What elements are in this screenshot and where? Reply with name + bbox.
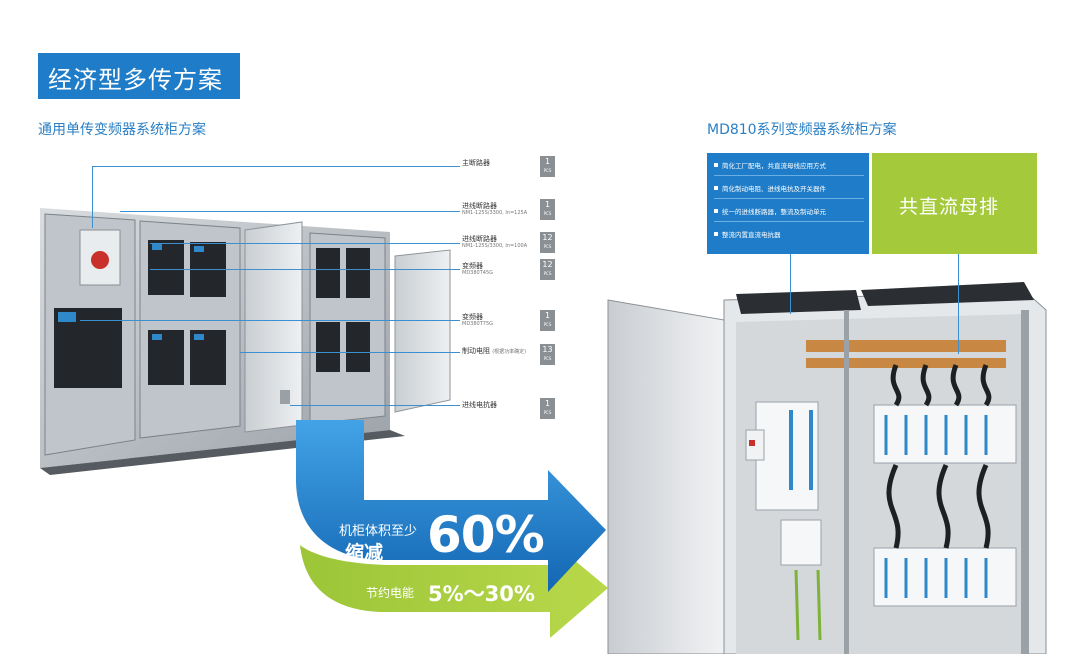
callout-spec: NM1-125S/3300, In=100A (462, 243, 528, 249)
page-title-box: 经济型多传方案 (38, 53, 240, 99)
leader-line (150, 243, 460, 244)
callout-name: 进线断路器 (462, 202, 497, 210)
feature-text: 整流内置直流电抗器 (722, 231, 781, 239)
leader-line (290, 405, 460, 406)
callout-spec: MD380T45G (462, 270, 493, 276)
callout-qty: 12 (542, 233, 553, 242)
leader-line (150, 269, 460, 270)
callout-name: 主断路器 (462, 159, 490, 167)
single-drive-cabinet-image (40, 208, 451, 475)
feature-list-panel: 简化工厂配电，共直流母线应用方式 简化制动电阻、进线电抗及开关器件 统一的进线断… (707, 153, 869, 254)
callout-qty: 1 (544, 399, 551, 408)
feature-item: 简化工厂配电，共直流母线应用方式 (714, 156, 864, 176)
leader-line (92, 166, 93, 228)
callout-spec: (根据功率确定) (492, 349, 527, 355)
callout-spec: MD380T75G (462, 321, 493, 327)
leader-line (92, 166, 460, 167)
volume-reduce-label: 机柜体积至少 (339, 524, 418, 539)
callout-name: 制动电阻 (根据功率确定) (462, 346, 526, 356)
square-bullet-icon (714, 186, 718, 190)
md810-cabinet-image (607, 282, 1047, 654)
callout-name-text: 制动电阻 (462, 347, 490, 355)
leader-line (80, 320, 460, 321)
callout-qty: 1 (544, 311, 551, 320)
energy-save-value: 5%～30% (428, 582, 535, 606)
dc-busbar-highlight: 共直流母排 (872, 153, 1037, 254)
square-bullet-icon (714, 163, 718, 167)
leader-line (790, 254, 791, 314)
reduce-label: 缩减 (345, 542, 384, 564)
page-title: 经济型多传方案 (48, 66, 223, 94)
leader-line (958, 254, 959, 354)
left-subtitle: 通用单传变频器系统柜方案 (38, 122, 206, 138)
feature-text: 简化制动电阻、进线电抗及开关器件 (722, 185, 826, 193)
leader-line (240, 352, 460, 353)
energy-save-label: 节约电能 (366, 586, 415, 600)
square-bullet-icon (714, 209, 718, 213)
callout-qty: 1 (544, 157, 551, 166)
callout-name: 变频器 (462, 313, 483, 321)
feature-item: 整流内置直流电抗器 (714, 225, 864, 245)
right-subtitle: MD810系列变频器系统柜方案 (707, 122, 897, 138)
callout-name: 变频器 (462, 262, 483, 270)
callout-qty: 12 (542, 260, 553, 269)
feature-text: 简化工厂配电，共直流母线应用方式 (722, 162, 826, 170)
callout-name: 进线电抗器 (462, 401, 497, 409)
feature-item: 统一的进线断路器，整流及制动单元 (714, 202, 864, 222)
leader-line (120, 211, 460, 212)
feature-text: 统一的进线断路器，整流及制动单元 (722, 208, 826, 216)
feature-item: 简化制动电阻、进线电抗及开关器件 (714, 179, 864, 199)
callout-spec: NM1-125S/3300, In=125A (462, 210, 528, 216)
square-bullet-icon (714, 232, 718, 236)
callout-qty: 13 (542, 345, 553, 354)
callout-name: 进线断路器 (462, 235, 497, 243)
reduce-value: 60% (427, 506, 545, 564)
highlight-text: 共直流母排 (899, 196, 1000, 218)
callout-qty: 1 (544, 200, 551, 209)
